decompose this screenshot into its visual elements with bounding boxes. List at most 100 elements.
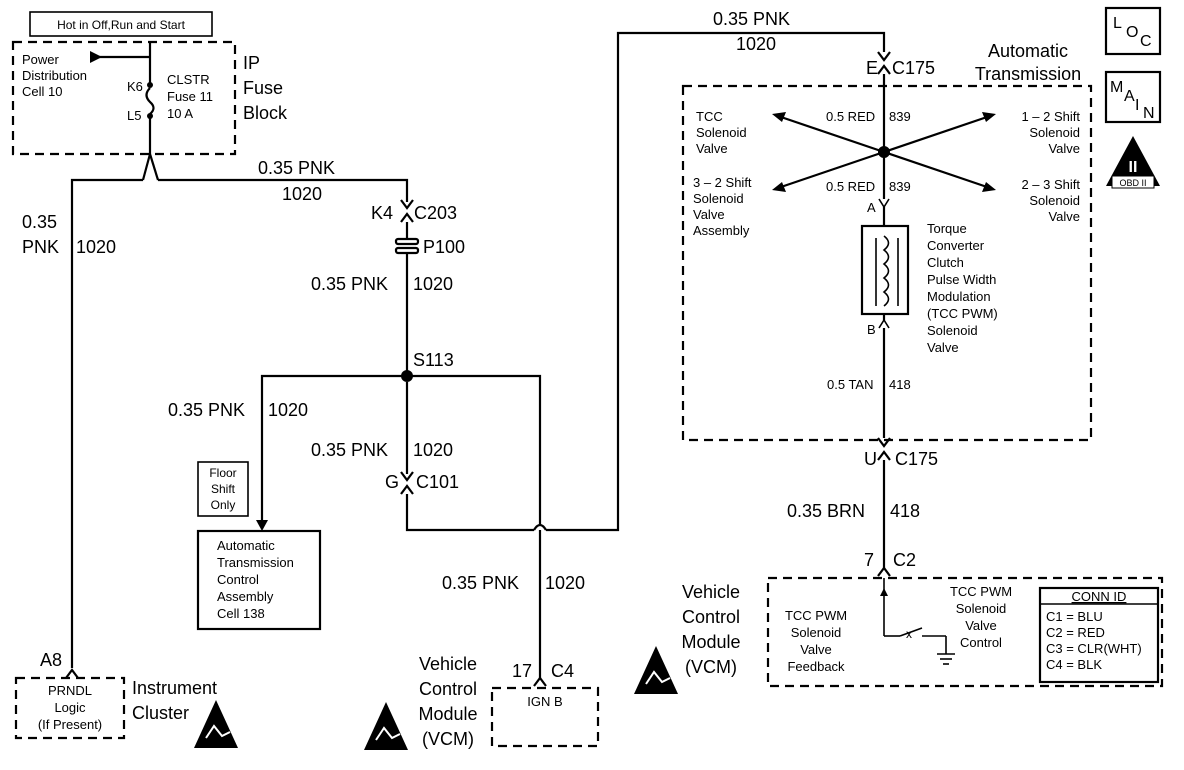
svg-text:2 – 3 Shift: 2 – 3 Shift	[1021, 177, 1080, 192]
red-top-wire: 0.5 RED	[826, 109, 875, 124]
mid-wire-pnk: 0.35 PNK	[311, 274, 388, 294]
svg-text:Vehicle: Vehicle	[419, 654, 477, 674]
red-top-num: 839	[889, 109, 911, 124]
floor-shift-box	[197, 461, 249, 517]
vcm-left-label: Vehicle Control Module (VCM)	[418, 654, 477, 749]
vcm-wire-pnk: 0.35 PNK	[442, 573, 519, 593]
s113-down-pnk: 0.35 PNK	[311, 440, 388, 460]
svg-text:Fuse: Fuse	[243, 78, 283, 98]
svg-text:Control: Control	[682, 607, 740, 627]
wire-to-transmission	[546, 31, 886, 532]
instrument-cluster-label: Instrument Cluster	[132, 678, 217, 723]
transmission-box	[681, 84, 1093, 442]
split-left	[141, 153, 152, 181]
svg-text:Logic: Logic	[54, 700, 86, 715]
c203-symbol-bot	[400, 212, 414, 223]
split-right	[148, 153, 160, 181]
c203-symbol-top	[400, 199, 414, 210]
fuse-symbol	[145, 87, 155, 115]
prndl-box	[14, 676, 126, 740]
svg-text:Control: Control	[419, 679, 477, 699]
pin-b: B	[867, 322, 876, 337]
svg-text:Modulation: Modulation	[927, 289, 991, 304]
loc-c: C	[1140, 33, 1152, 50]
svg-text:OBD II: OBD II	[1119, 178, 1146, 188]
svg-text:Solenoid: Solenoid	[693, 191, 744, 206]
s113-left-num: 1020	[268, 400, 308, 420]
c175-bot-label: C175	[895, 449, 938, 469]
c4-symbol	[533, 676, 547, 687]
fuse-label: CLSTR Fuse 11 10 A	[167, 72, 213, 121]
c203-pin: K4	[371, 203, 393, 223]
svg-text:Power: Power	[22, 52, 60, 67]
prndl-label: PRNDL Logic (If Present)	[38, 683, 102, 732]
a8-pin: A8	[40, 650, 62, 670]
shift-12-label: 1 – 2 Shift Solenoid Valve	[1021, 109, 1080, 156]
loc-badge	[1104, 6, 1162, 56]
ground-icon	[937, 653, 955, 665]
svg-text:Only: Only	[211, 498, 236, 512]
esd-icon-vcm-right	[634, 646, 678, 694]
main-n: N	[1143, 105, 1155, 122]
c101-pin: G	[385, 472, 399, 492]
c101-label: C101	[416, 472, 459, 492]
pin-17: 17	[512, 661, 532, 681]
wire-s113-atc	[260, 374, 407, 528]
s113-left-pnk: 0.35 PNK	[168, 400, 245, 420]
left-wire-size: 0.35	[22, 212, 57, 232]
s113-down-num: 1020	[413, 440, 453, 460]
svg-text:Solenoid: Solenoid	[1029, 193, 1080, 208]
c2-label: C2	[893, 550, 916, 570]
pin-k6: K6	[127, 79, 143, 94]
svg-text:Automatic: Automatic	[217, 538, 275, 553]
svg-text:(VCM): (VCM)	[685, 657, 737, 677]
svg-text:Control: Control	[960, 635, 1002, 650]
bus-arrow	[90, 51, 102, 63]
conn-id-row: C1 = BLU	[1046, 609, 1103, 624]
svg-text:10 A: 10 A	[167, 106, 193, 121]
mid-wire-num: 1020	[413, 274, 453, 294]
wire-top-to-c203	[158, 178, 409, 202]
svg-text:Valve: Valve	[1048, 141, 1080, 156]
obd-ii-icon: II OBD II	[1106, 136, 1160, 189]
red-bot-wire: 0.5 RED	[826, 179, 875, 194]
c101-symbol-top	[400, 471, 414, 482]
loc-o: O	[1126, 24, 1138, 41]
svg-text:Solenoid: Solenoid	[1029, 125, 1080, 140]
brn-num: 418	[890, 501, 920, 521]
svg-text:Assembly: Assembly	[217, 589, 274, 604]
svg-text:Floor: Floor	[209, 466, 236, 480]
switch-blade	[899, 627, 923, 637]
c4-label: C4	[551, 661, 574, 681]
svg-text:Cluster: Cluster	[132, 703, 189, 723]
floor-shift-label: Floor Shift Only	[209, 466, 236, 512]
svg-text:Solenoid: Solenoid	[696, 125, 747, 140]
tan-num: 418	[889, 377, 911, 392]
right-top-num: 1020	[736, 34, 776, 54]
wire-c101-across	[405, 494, 534, 532]
c101-symbol-bot	[400, 484, 414, 495]
wire-to-cluster	[70, 178, 143, 668]
svg-text:Converter: Converter	[927, 238, 985, 253]
svg-text:Pulse Width: Pulse Width	[927, 272, 996, 287]
shift-23-label: 2 – 3 Shift Solenoid Valve	[1021, 177, 1080, 224]
right-top-pnk: 0.35 PNK	[713, 9, 790, 29]
atc-assembly-label: Automatic Transmission Control Assembly …	[217, 538, 294, 621]
loc-l: L	[1113, 15, 1122, 32]
pin-b-symbol	[878, 318, 890, 329]
tcc-pwm-feedback-label: TCC PWM Solenoid Valve Feedback	[785, 608, 847, 674]
svg-text:Feedback: Feedback	[787, 659, 845, 674]
c175-bot-symbol-a	[877, 437, 891, 448]
c2-symbol	[877, 566, 891, 577]
svg-text:1 – 2 Shift: 1 – 2 Shift	[1021, 109, 1080, 124]
ip-fuse-block-title: IP Fuse Block	[243, 53, 288, 123]
hot-label: Hot in Off,Run and Start	[57, 18, 186, 32]
solenoid-arrows	[772, 112, 996, 192]
c175-bot-pin: U	[864, 449, 877, 469]
svg-text:(TCC PWM): (TCC PWM)	[927, 306, 998, 321]
svg-text:Shift: Shift	[211, 482, 236, 496]
svg-text:Cell 10: Cell 10	[22, 84, 62, 99]
main-m: M	[1110, 79, 1123, 96]
tcc-pwm-control-label: TCC PWM Solenoid Valve Control	[950, 584, 1012, 650]
